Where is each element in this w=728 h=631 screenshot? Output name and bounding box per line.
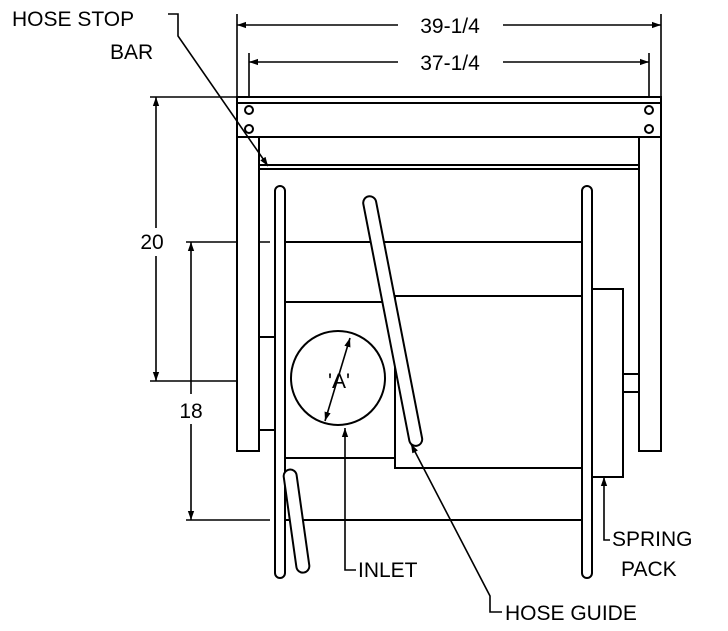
mounting-hole	[644, 124, 654, 134]
hose-stop-bar	[236, 96, 662, 170]
dimension-height: 20	[140, 96, 237, 382]
spring-pack	[586, 288, 640, 478]
callout-leaders	[168, 13, 610, 613]
mounting-hole	[244, 124, 254, 134]
callout-hose-guide: HOSE GUIDE	[505, 602, 637, 625]
callout-hose-stop-bar-line2: BAR	[110, 41, 153, 64]
mounting-hole	[244, 105, 254, 115]
left-hub	[258, 336, 276, 431]
dimension-drum-height-label: 18	[179, 400, 202, 423]
dimension-overall-width-label: 39-1/4	[420, 15, 480, 38]
dimension-overall-width: 39-1/4	[236, 14, 662, 97]
dimension-frame-width-label: 37-1/4	[420, 52, 480, 75]
dimension-frame-width: 37-1/4	[248, 52, 650, 97]
inlet-diameter-label: 'A'	[328, 370, 350, 393]
mounting-hole	[644, 105, 654, 115]
callout-inlet: INLET	[358, 559, 418, 582]
callout-spring-pack-line2: PACK	[621, 558, 677, 581]
callout-hose-stop-bar-line1: HOSE STOP	[12, 8, 134, 31]
inlet: 'A'	[290, 330, 386, 426]
reel-flanges	[274, 185, 593, 579]
dimension-drum-height: 18	[179, 241, 270, 521]
dimension-height-label: 20	[140, 231, 163, 254]
callout-spring-pack-line1: SPRING	[612, 528, 693, 551]
